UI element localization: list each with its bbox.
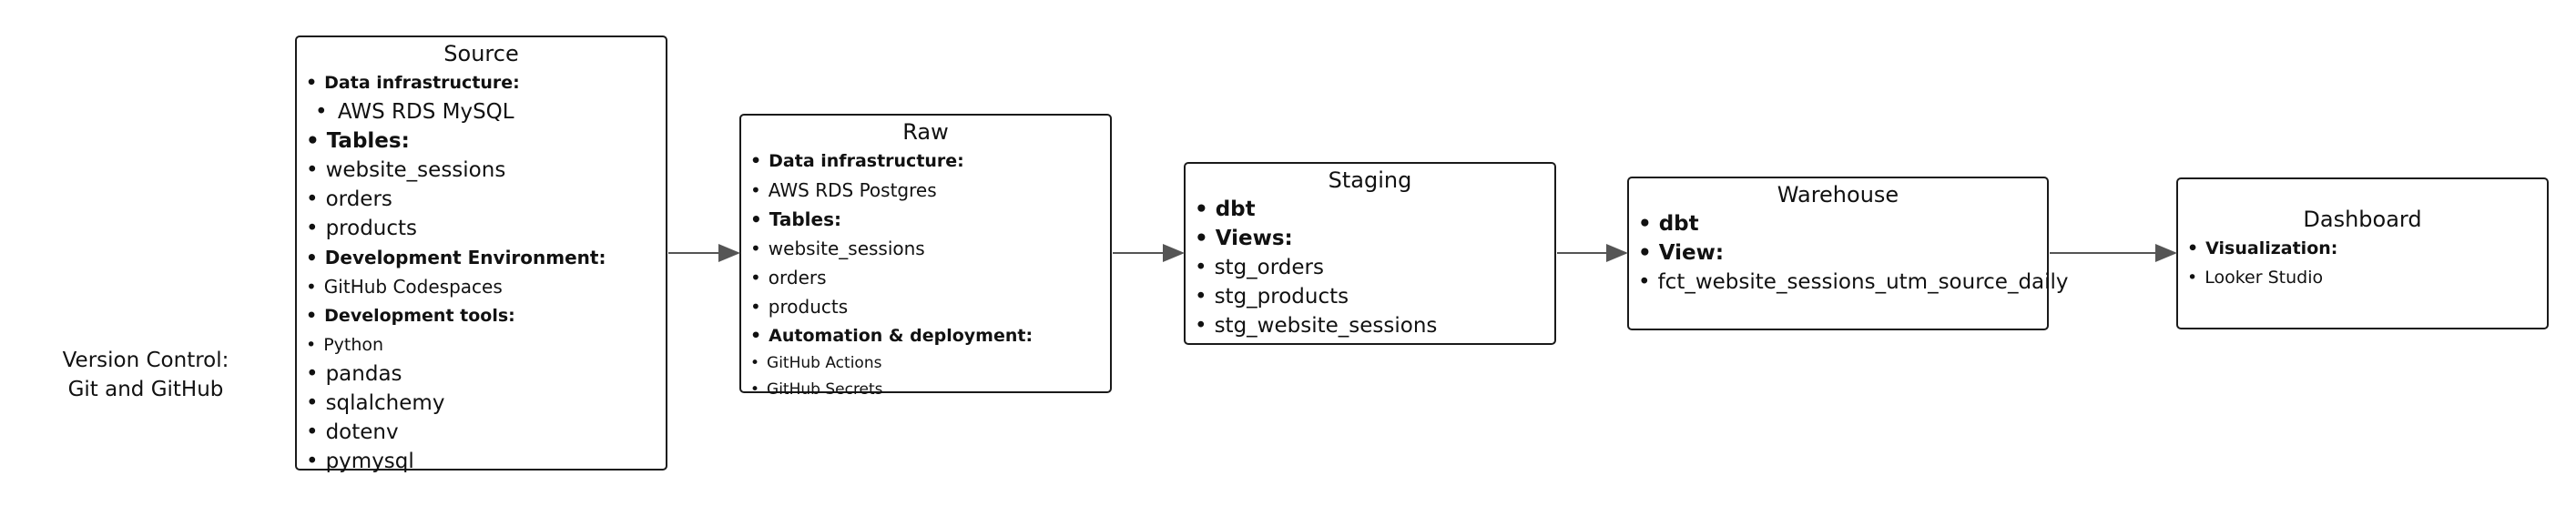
source-tool-sqlalchemy: sqlalchemy <box>306 389 657 418</box>
source-table-orders: orders <box>306 185 657 214</box>
staging-view-website-sessions: stg_website_sessions <box>1195 311 1545 340</box>
source-table-website-sessions: website_sessions <box>306 156 657 185</box>
raw-node: Raw Data infrastructure: AWS RDS Postgre… <box>739 114 1112 399</box>
staging-view-products: stg_products <box>1195 282 1545 311</box>
staging-views-heading: Views: <box>1195 224 1545 253</box>
dashboard-looker-studio: Looker Studio <box>2187 263 2538 292</box>
raw-tables-heading: Tables: <box>750 205 1101 234</box>
source-db-text: AWS RDS MySQL <box>331 100 514 124</box>
source-tables-heading: Tables: <box>306 126 657 156</box>
staging-dbt: dbt <box>1195 195 1545 224</box>
raw-automation-heading: Automation & deployment: <box>750 321 1101 350</box>
source-dev-env-heading: Development Environment: <box>306 243 657 272</box>
raw-github-actions: GitHub Actions <box>750 350 1101 377</box>
raw-title: Raw <box>902 119 949 145</box>
source-tool-dotenv: dotenv <box>306 418 657 447</box>
raw-table-website-sessions: website_sessions <box>750 234 1101 263</box>
source-node: Source Data infrastructure: • AWS RDS My… <box>295 35 667 473</box>
version-control-label: Version Control: <box>62 349 229 372</box>
warehouse-dbt: dbt <box>1638 209 2038 238</box>
raw-item-list: Data infrastructure: AWS RDS Postgres Ta… <box>741 147 1110 403</box>
source-codespaces: GitHub Codespaces <box>306 272 657 301</box>
source-table-products: products <box>306 214 657 243</box>
source-data-infra-heading: Data infrastructure: <box>306 68 657 97</box>
raw-github-secrets: GitHub Secrets <box>750 377 1101 403</box>
raw-db: AWS RDS Postgres <box>750 176 1101 205</box>
dashboard-viz-heading: Visualization: <box>2187 234 2538 263</box>
dashboard-title: Dashboard <box>2303 207 2422 232</box>
staging-title: Staging <box>1328 167 1412 193</box>
staging-node: Staging dbt Views: stg_orders stg_produc… <box>1184 162 1556 345</box>
source-item-list: Data infrastructure: • AWS RDS MySQL Tab… <box>297 68 666 476</box>
raw-table-orders: orders <box>750 263 1101 292</box>
staging-item-list: dbt Views: stg_orders stg_products stg_w… <box>1186 195 1554 340</box>
warehouse-title: Warehouse <box>1777 182 1899 207</box>
warehouse-view-heading: View: <box>1638 238 2038 268</box>
raw-table-products: products <box>750 292 1101 321</box>
version-control-note: Version Control: Git and GitHub <box>46 346 246 404</box>
source-title: Source <box>443 41 519 66</box>
source-dev-tools-heading: Development tools: <box>306 301 657 330</box>
dashboard-item-list: Visualization: Looker Studio <box>2178 234 2547 292</box>
dashboard-node: Dashboard Visualization: Looker Studio <box>2176 177 2549 329</box>
staging-view-orders: stg_orders <box>1195 253 1545 282</box>
source-tool-pymysql: pymysql <box>306 447 657 476</box>
warehouse-item-list: dbt View: fct_website_sessions_utm_sourc… <box>1629 209 2069 297</box>
warehouse-node: Warehouse dbt View: fct_website_sessions… <box>1627 177 2069 330</box>
source-tool-python: Python <box>306 330 657 359</box>
warehouse-view-fct: fct_website_sessions_utm_source_daily <box>1638 268 2069 297</box>
version-control-value: Git and GitHub <box>67 378 224 401</box>
raw-data-infra-heading: Data infrastructure: <box>750 147 1101 176</box>
source-db: • AWS RDS MySQL <box>315 100 514 124</box>
source-tool-pandas: pandas <box>306 359 657 389</box>
